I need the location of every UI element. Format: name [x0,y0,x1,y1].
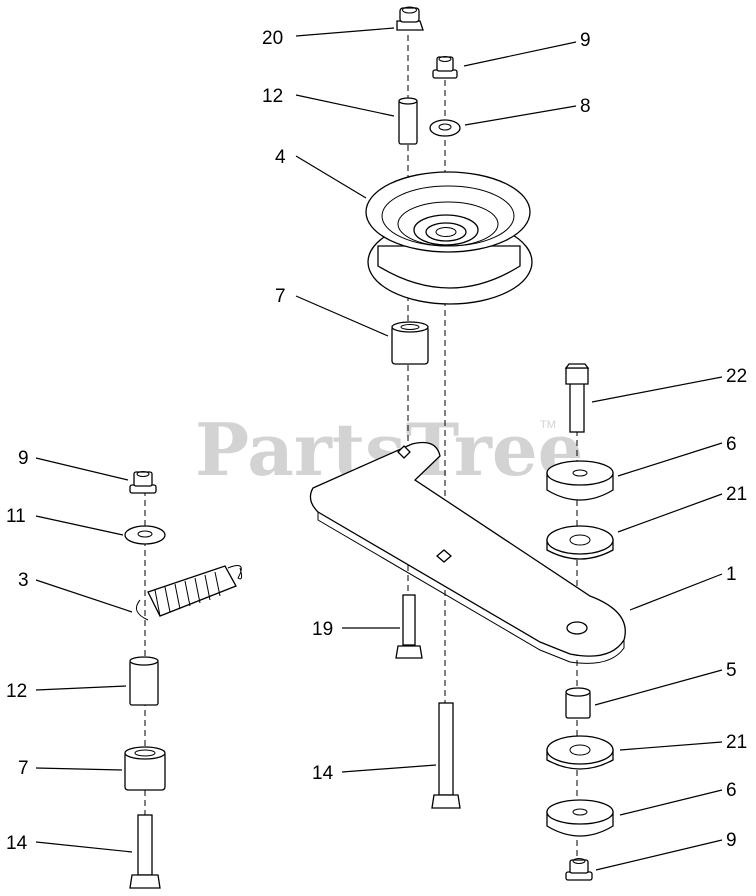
callout-1: 1 [726,564,737,585]
part-7-spacer-top[interactable] [391,321,429,365]
leader-lines [35,27,723,871]
part-8-washer[interactable] [429,119,461,137]
callout-9-top: 9 [580,30,591,51]
callout-6-bottom: 6 [726,780,737,801]
part-21-washer-bottom[interactable] [546,735,614,770]
part-1-idler-arm[interactable] [309,441,626,664]
callout-3: 3 [18,570,29,591]
callout-12-top: 12 [262,86,283,107]
callout-9-left: 9 [18,448,29,469]
part-21-washer-top[interactable] [546,525,614,560]
watermark-tm: TM [540,419,556,431]
part-9-flange-nut-bottom[interactable] [565,858,593,881]
callout-14-left: 14 [6,833,28,854]
callout-7-top: 7 [275,286,286,307]
callout-11: 11 [6,506,26,527]
callout-9-bottom: 9 [726,830,737,851]
callout-12-left: 12 [6,681,27,702]
part-12-spacer-top[interactable] [398,97,418,145]
part-5-bushing[interactable] [565,687,591,719]
part-12-spacer-left[interactable] [129,656,159,706]
part-9-flange-nut-left[interactable] [129,471,157,494]
callout-8: 8 [580,96,591,117]
callout-14-right: 14 [312,763,334,784]
part-6-washer-top[interactable] [546,460,614,501]
callout-22: 22 [726,366,747,387]
part-9-flange-nut-top[interactable] [432,56,458,79]
callout-6-top: 6 [726,434,737,455]
callout-21-bottom: 21 [726,732,747,753]
callout-7-left: 7 [18,758,29,779]
part-7-spacer-left[interactable] [124,746,166,791]
part-20-nut[interactable] [396,6,424,31]
part-22-bolt[interactable] [564,363,590,433]
callout-4: 4 [275,147,286,168]
callout-5: 5 [726,660,737,681]
callout-20: 20 [262,28,283,49]
callout-19: 19 [312,619,333,640]
part-19-bolt[interactable] [395,594,423,659]
callout-21-top: 21 [726,484,747,505]
part-14-bolt-right[interactable] [431,702,461,809]
part-11-washer[interactable] [124,525,166,545]
part-6-washer-bottom[interactable] [546,799,614,837]
part-14-bolt-left[interactable] [129,814,161,889]
part-3-spring[interactable] [135,565,243,621]
part-4-idler-pulley[interactable] [365,171,533,305]
